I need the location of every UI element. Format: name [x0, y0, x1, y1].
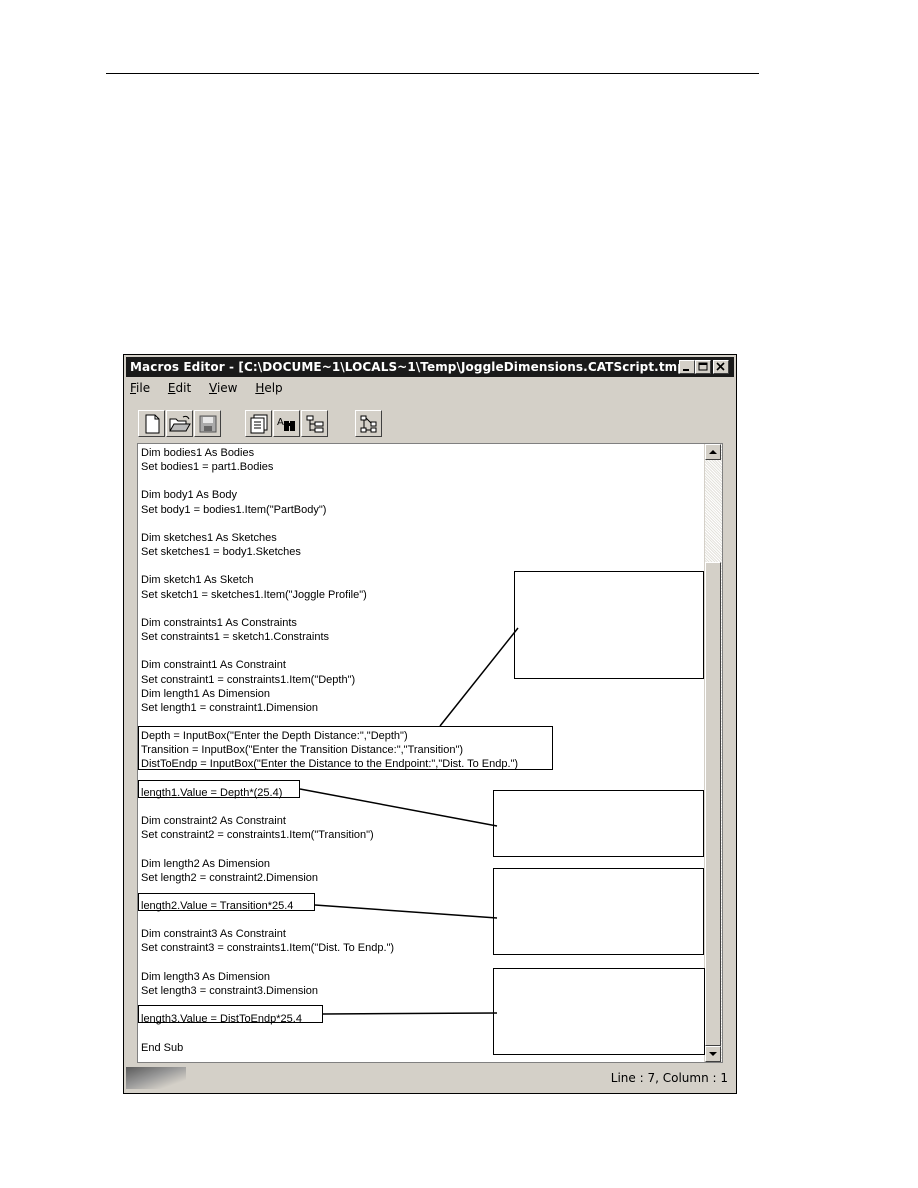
object-browser-icon	[250, 414, 267, 433]
code-line[interactable]: Set constraint3 = constraints1.Item("Dis…	[141, 942, 395, 955]
callout-box-2	[493, 790, 704, 857]
svg-text:A: A	[277, 417, 284, 428]
code-line[interactable]: End Sub	[141, 1041, 184, 1054]
code-line[interactable]: length1.Value = Depth*(25.4)	[141, 786, 283, 799]
code-line[interactable]: Set constraint2 = constraints1.Item("Tra…	[141, 829, 374, 842]
leader-line-4	[322, 1012, 498, 1015]
graph-toolbar	[355, 410, 382, 438]
length1-highlight	[138, 780, 300, 798]
callout-box-3	[493, 868, 704, 955]
code-line[interactable]: Set sketch1 = sketches1.Item("Joggle Pro…	[141, 588, 367, 601]
code-line[interactable]: Set length3 = constraint3.Dimension	[141, 984, 319, 997]
code-line[interactable]: DistToEndp = InputBox("Enter the Distanc…	[141, 758, 519, 771]
code-line[interactable]: Depth = InputBox("Enter the Depth Distan…	[141, 730, 408, 743]
code-line[interactable]: Dim constraint1 As Constraint	[141, 659, 286, 672]
code-line[interactable]: length2.Value = Transition*25.4	[141, 900, 294, 912]
tree-button[interactable]	[301, 410, 328, 437]
code-line[interactable]: Set length2 = constraint2.Dimension	[141, 871, 319, 884]
menu-edit[interactable]: Edit	[167, 381, 192, 395]
code-line[interactable]: Set body1 = bodies1.Item("PartBody")	[141, 503, 327, 516]
arrow-down-icon	[709, 1052, 717, 1056]
graph-icon	[360, 415, 376, 432]
open-folder-icon	[168, 415, 191, 431]
code-line[interactable]: Set bodies1 = part1.Bodies	[141, 461, 274, 474]
leader-line-1	[439, 627, 519, 727]
file-toolbar	[138, 410, 221, 438]
title-bar[interactable]: Macros Editor - [C:\DOCUME~1\LOCALS~1\Te…	[126, 357, 734, 377]
new-file-icon	[145, 414, 159, 433]
menu-view[interactable]: View	[209, 381, 238, 395]
callout-box-4	[493, 968, 705, 1055]
scroll-thumb[interactable]	[705, 562, 721, 1046]
code-line[interactable]: Dim sketches1 As Sketches	[141, 531, 277, 544]
menu-file[interactable]: File	[130, 381, 151, 395]
code-line[interactable]: Dim body1 As Body	[141, 489, 237, 502]
inputbox-highlight	[138, 726, 553, 770]
maximize-icon	[698, 362, 708, 371]
status-logo	[126, 1067, 186, 1089]
status-bar: Line : 7, Column : 1	[126, 1067, 734, 1089]
menu-bar: File Edit View Help	[130, 381, 297, 399]
code-line[interactable]: Set sketches1 = body1.Sketches	[141, 546, 301, 559]
close-button[interactable]	[713, 360, 729, 374]
open-button[interactable]	[166, 410, 193, 437]
code-line[interactable]: Dim constraint3 As Constraint	[141, 928, 286, 941]
code-line[interactable]: Set length1 = constraint1.Dimension	[141, 701, 319, 714]
window-title: Macros Editor - [C:\DOCUME~1\LOCALS~1\Te…	[130, 360, 692, 374]
minimize-button[interactable]	[679, 360, 695, 374]
macros-editor-window: Macros Editor - [C:\DOCUME~1\LOCALS~1\Te…	[123, 354, 737, 1094]
code-line[interactable]: Dim sketch1 As Sketch	[141, 574, 254, 587]
minimize-icon	[683, 369, 689, 371]
find-icon: A	[277, 417, 295, 431]
length3-highlight	[138, 1005, 323, 1023]
length2-highlight	[138, 893, 315, 911]
scroll-down-button[interactable]	[705, 1046, 721, 1062]
code-line[interactable]: Dim length2 As Dimension	[141, 857, 271, 870]
code-line[interactable]: Dim bodies1 As Bodies	[141, 447, 255, 459]
maximize-button[interactable]	[695, 360, 711, 374]
vertical-scrollbar[interactable]	[704, 444, 722, 1062]
callout-box-1	[514, 571, 704, 679]
code-line[interactable]: Dim length1 As Dimension	[141, 687, 271, 700]
scroll-up-button[interactable]	[705, 444, 721, 460]
page-header-rule	[106, 73, 759, 74]
close-icon	[716, 362, 725, 371]
code-line[interactable]: Dim length3 As Dimension	[141, 970, 271, 983]
arrow-up-icon	[709, 450, 717, 454]
code-line[interactable]: Set constraints1 = sketch1.Constraints	[141, 631, 330, 644]
code-line[interactable]: Dim constraint2 As Constraint	[141, 815, 286, 828]
find-button[interactable]: A	[273, 410, 300, 437]
new-file-button[interactable]	[138, 410, 165, 437]
tree-icon	[306, 415, 323, 432]
leader-line-3	[314, 904, 498, 919]
code-line[interactable]: Transition = InputBox("Enter the Transit…	[141, 744, 464, 757]
leader-line-2	[299, 788, 498, 827]
code-line[interactable]: Dim constraints1 As Constraints	[141, 616, 297, 629]
cursor-position: Line : 7, Column : 1	[610, 1071, 728, 1085]
code-line[interactable]: Set constraint1 = constraints1.Item("Dep…	[141, 673, 356, 686]
object-browser-button[interactable]	[245, 410, 272, 437]
tools-toolbar: A	[245, 410, 328, 438]
menu-help[interactable]: Help	[255, 381, 283, 395]
graph-button[interactable]	[355, 410, 382, 437]
save-button[interactable]	[194, 410, 221, 437]
save-disk-icon	[199, 415, 216, 432]
